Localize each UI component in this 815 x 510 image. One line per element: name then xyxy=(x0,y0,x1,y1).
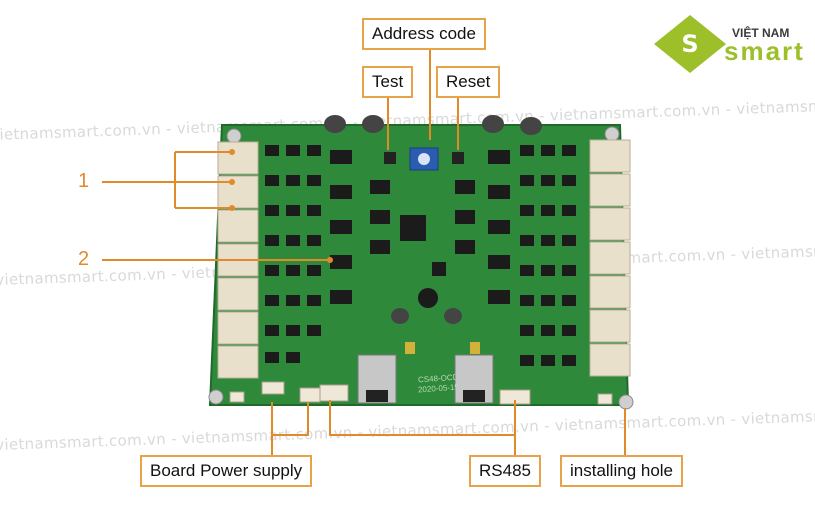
callout-dots xyxy=(229,149,333,263)
rj45-ports xyxy=(357,354,494,404)
label-rs485: RS485 xyxy=(469,455,541,487)
reset-button xyxy=(452,152,464,164)
label-number-2: 2 xyxy=(78,248,90,270)
center-ics xyxy=(370,180,475,308)
capacitors xyxy=(324,115,542,354)
left-terminal-blocks xyxy=(217,141,259,379)
label-reset: Reset xyxy=(436,66,501,98)
label-number-1: 1 xyxy=(78,170,90,192)
right-terminal-blocks xyxy=(589,139,631,377)
label-test: Test xyxy=(362,66,414,98)
logo-s: S xyxy=(681,30,698,58)
small-connectors xyxy=(229,381,613,405)
label-address-code: Address code xyxy=(362,18,486,50)
callout-lines xyxy=(102,46,626,460)
label-installing-hole: installing hole xyxy=(560,455,684,487)
logo-line1: VIỆT NAM xyxy=(732,26,790,40)
mounting-holes xyxy=(208,126,634,410)
test-button xyxy=(384,152,396,164)
logo-diamond xyxy=(654,15,726,73)
left-components xyxy=(265,145,352,363)
logo-line2: smart xyxy=(724,36,805,66)
right-components xyxy=(488,145,576,366)
label-board-power-supply: Board Power supply xyxy=(140,455,313,487)
